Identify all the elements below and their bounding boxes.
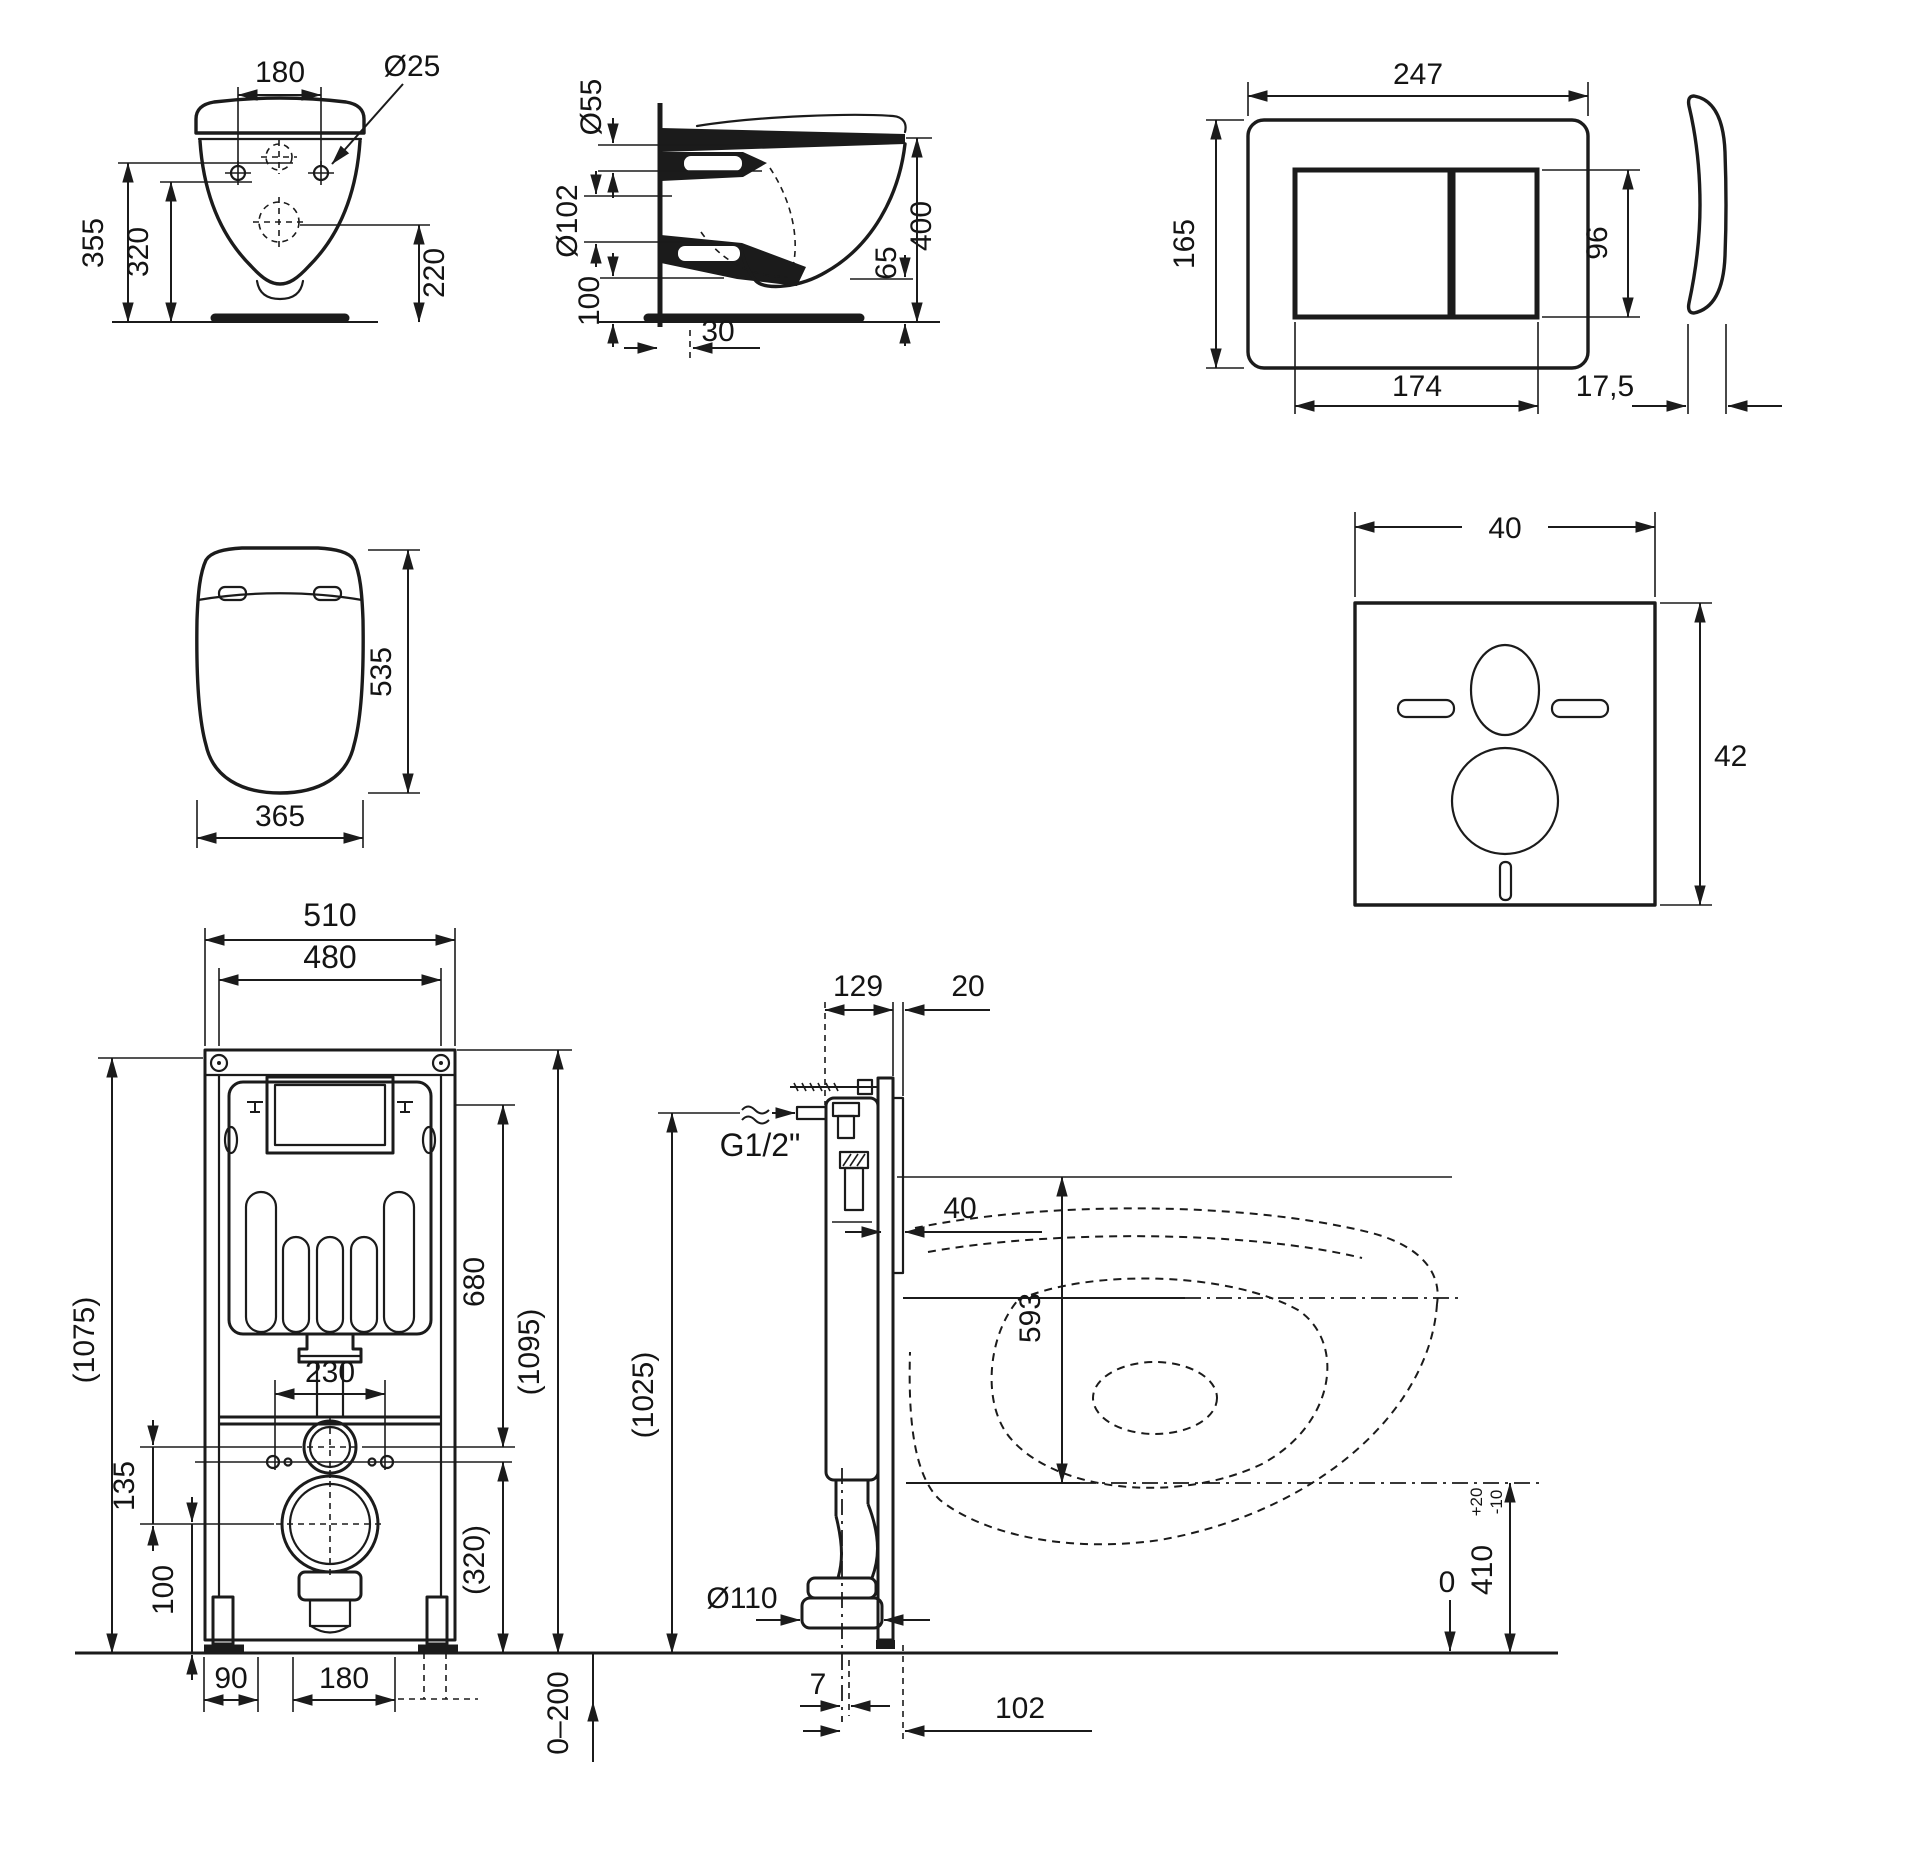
- dim-outer-width: 510: [303, 897, 356, 933]
- cistern-lid-outline: [194, 96, 366, 135]
- drain-port: [280, 1474, 380, 1574]
- dim-wall-gap: 30: [701, 315, 734, 348]
- pad-slot-left: [1396, 698, 1456, 719]
- frame-profile: [876, 1076, 895, 1642]
- dim-outlet-height: 220: [418, 248, 451, 298]
- cistern-rib: [382, 1190, 416, 1334]
- dim-inlet-diameter: Ø55: [575, 79, 608, 136]
- dim-drain-diameter: Ø110: [706, 1582, 777, 1615]
- dim-pad-height: 42: [1714, 740, 1747, 773]
- inspection-box: [265, 1075, 395, 1155]
- dim-adjust-range: 0–200: [542, 1671, 575, 1754]
- cistern-rib: [315, 1235, 345, 1334]
- dim-buttons-width: 174: [1392, 370, 1442, 403]
- pad-outlet-hole: [1450, 746, 1560, 856]
- view-sound-pad: 40 42: [1353, 512, 1747, 907]
- dim-drop: 593: [1014, 1293, 1047, 1343]
- dim-pad-width: 40: [1488, 512, 1521, 545]
- cistern-rib: [244, 1190, 278, 1334]
- dim-supply-height: (1025): [627, 1352, 660, 1439]
- drain-flange: [297, 1570, 363, 1602]
- view-frame-side: G1/2" 129 20 (1025) 40: [627, 970, 1545, 1742]
- dim-buttons-height: 96: [1581, 226, 1614, 259]
- bowl-outline: [198, 139, 362, 286]
- view-seat-top: 535 365: [195, 546, 420, 848]
- dim-hole-diameter: Ø25: [384, 50, 441, 83]
- dim-upper-height: 680: [458, 1257, 491, 1307]
- dim-hole-height: 320: [122, 227, 155, 277]
- dim-foot-offset: 90: [214, 1662, 247, 1695]
- flush-button-small: [1450, 167, 1540, 320]
- dim-outlet-diameter: Ø102: [551, 184, 584, 257]
- dim-total-height: 355: [77, 218, 110, 268]
- frame-outline: [203, 1048, 457, 1642]
- dim-outlet-offset: 7: [810, 1668, 827, 1701]
- dim-axis-tol-plus: +20: [1467, 1488, 1486, 1517]
- dim-outlet-distance: 102: [995, 1692, 1045, 1725]
- foot-right: [425, 1595, 449, 1646]
- dim-inner-width: 480: [303, 939, 356, 975]
- dim-seat-width: 365: [255, 800, 305, 833]
- frame-foot: [876, 1640, 895, 1649]
- dim-depth: 129: [833, 970, 883, 1003]
- dim-plate-thickness: 17,5: [1576, 370, 1634, 403]
- cistern-outline: [227, 1080, 433, 1336]
- view-flush-plate: 247 165 96 174 17,5: [1168, 58, 1782, 414]
- dim-offset-100: 100: [147, 1565, 180, 1615]
- wc-silhouette-dashed: [914, 1207, 1439, 1305]
- supply-stub: [795, 1105, 828, 1121]
- cistern-rib: [281, 1235, 311, 1334]
- dim-hole-spacing: 180: [255, 56, 305, 89]
- dim-axis-tol-minus: -10: [1487, 1490, 1506, 1515]
- dim-outlet-axis: 100: [573, 276, 606, 326]
- bowl-profile: [739, 142, 907, 289]
- wc-silhouette-dashed: [908, 1303, 1438, 1546]
- dim-total-height: (1095): [513, 1309, 546, 1396]
- frame-screw-left: [209, 1053, 229, 1073]
- water-wave-icon: [741, 1105, 770, 1115]
- dim-clearance: 65: [870, 246, 903, 279]
- foot-left: [211, 1595, 235, 1646]
- dim-drain-height: (320): [458, 1525, 491, 1595]
- dim-axis-height: 410: [1466, 1545, 1499, 1595]
- view-wc-bowl-front: 180 Ø25 355 320 220: [77, 50, 451, 323]
- seat-outline: [195, 546, 365, 795]
- rim-section: [661, 128, 905, 152]
- lid-front-edge: [196, 592, 364, 602]
- pad-bottom-slot: [1498, 860, 1513, 902]
- dim-rod-spacing: 230: [305, 1356, 355, 1389]
- pad-inlet-hole: [1469, 643, 1541, 737]
- pad-outline: [1353, 601, 1657, 907]
- dim-floor-level: 0: [1439, 1566, 1456, 1599]
- cistern-rib: [349, 1235, 379, 1334]
- seat-lid-profile: [695, 113, 907, 134]
- dim-outlet-spacing: 180: [319, 1662, 369, 1695]
- bowl-outlet-bump: [255, 279, 305, 301]
- dim-frame-height: (1075): [68, 1297, 101, 1384]
- flush-plate-body: [1246, 118, 1590, 370]
- inspection-window: [273, 1083, 387, 1147]
- dim-wall-thickness: 20: [951, 970, 984, 1003]
- dim-plate-height: 165: [1168, 219, 1201, 269]
- wall-plate: [891, 1096, 905, 1275]
- dim-water-connection: G1/2": [720, 1127, 801, 1163]
- drain-elbow: [866, 1503, 879, 1579]
- frame-screw-right: [431, 1053, 451, 1073]
- dim-seat-depth: 535: [365, 647, 398, 697]
- pad-slot-right: [1550, 698, 1610, 719]
- dim-offset-135: 135: [108, 1461, 141, 1511]
- view-frame-front: 510 480 (1075) (1095) 680 (320) 230 135 …: [68, 897, 599, 1762]
- dim-depth: 400: [905, 201, 938, 251]
- dim-plate-width: 247: [1393, 58, 1443, 91]
- water-wave-icon: [741, 1115, 770, 1125]
- cistern-side: [824, 1096, 880, 1482]
- dim-front-gap: 40: [943, 1192, 976, 1225]
- hinge-right: [312, 585, 343, 602]
- view-wc-bowl-side: Ø55 Ø102 100 400 65 30: [551, 79, 940, 360]
- flush-plate-side-profile: [1686, 94, 1728, 315]
- hinge-left: [217, 585, 248, 602]
- flush-button-large: [1292, 167, 1453, 320]
- trap-dashed: [769, 167, 796, 267]
